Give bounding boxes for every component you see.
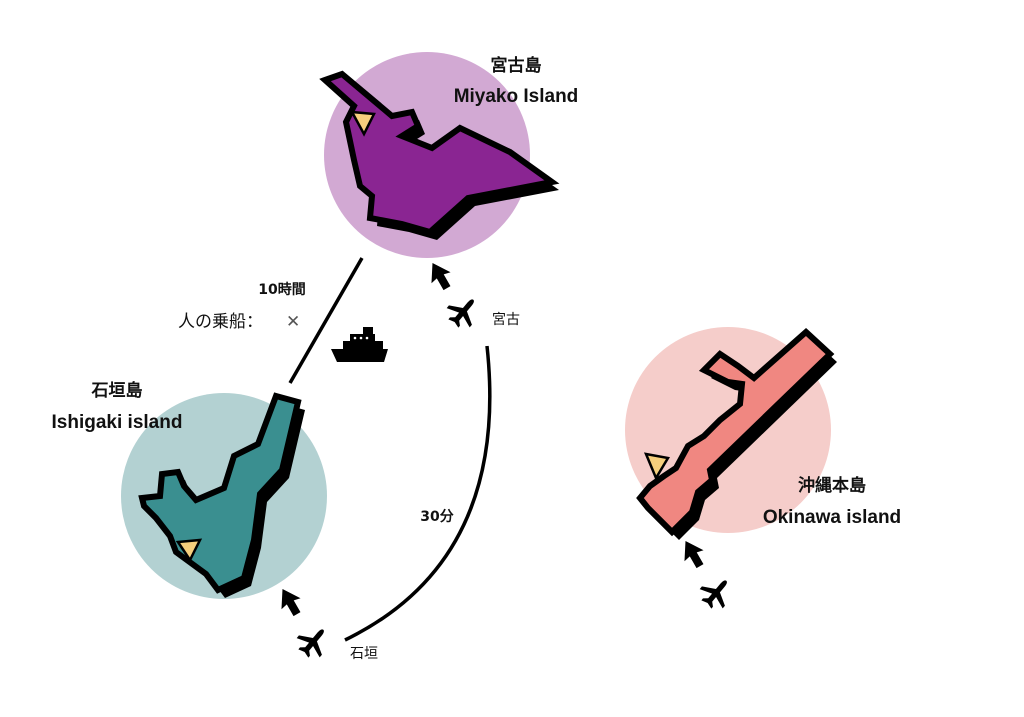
- miyako-airport-marker: [349, 110, 376, 137]
- miyako-island-shape: [319, 70, 560, 240]
- flight-route-curve: [344, 345, 492, 642]
- ishigaki-name-ja: 石垣島: [91, 380, 143, 401]
- ferry-passenger-label: 人の乗船：: [178, 312, 263, 332]
- ferry-route-line: [288, 257, 364, 384]
- okinawa-arrow-icon: [675, 535, 710, 572]
- ishigaki-arrow-icon: [272, 583, 307, 620]
- ferry-passenger-status: ✕: [286, 312, 300, 332]
- okinawa-name-ja: 沖縄本島: [798, 475, 866, 496]
- miyako-arrow-icon: [422, 257, 457, 294]
- okinawa-plane-icon: [694, 571, 738, 615]
- ferry-duration: 10時間: [258, 281, 305, 298]
- okinawa-island-shape: [636, 327, 837, 540]
- ishigaki-plane-icon: [291, 620, 335, 664]
- miyako-name-en: Miyako Island: [454, 86, 579, 107]
- miyako-airport-label: 宮古: [492, 312, 520, 328]
- ishigaki-airport-label: 石垣: [350, 646, 378, 662]
- ship-icon: [331, 327, 388, 362]
- flight-duration: 30分: [420, 509, 453, 525]
- okinawa-airport-marker: [643, 452, 671, 481]
- ishigaki-island-shape: [138, 392, 305, 598]
- okinawa-name-en: Okinawa island: [763, 507, 901, 528]
- ishigaki-name-en: Ishigaki island: [52, 412, 183, 433]
- miyako-name-ja: 宮古島: [491, 55, 542, 76]
- ishigaki-airport-marker: [175, 538, 203, 563]
- miyako-plane-icon: [441, 290, 485, 334]
